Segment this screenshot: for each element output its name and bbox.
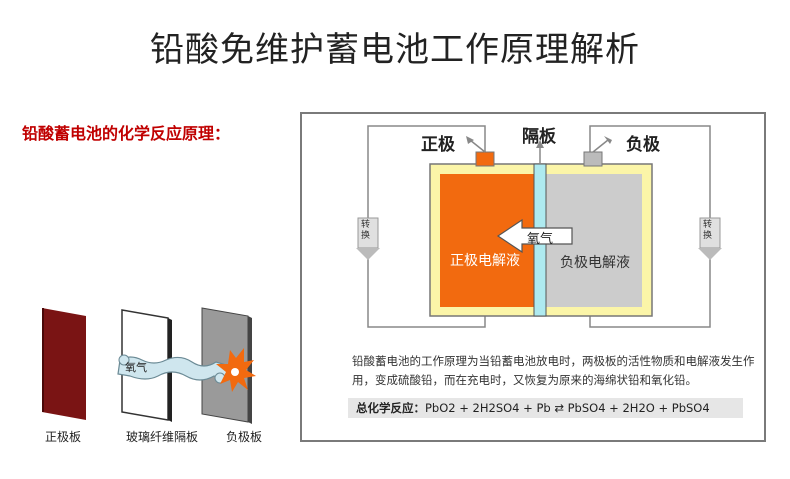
page-title: 铅酸免维护蓄电池工作原理解析 <box>150 30 640 70</box>
oxygen-arrow-icon <box>496 218 573 254</box>
positive-terminal-label: 正极 <box>421 135 455 155</box>
plate-oxygen-label: 氧气 <box>125 361 147 374</box>
principle-description: 铅酸蓄电池的工作原理为当铅蓄电池放电时，两极板的活性物质和电解液发生作用，变成硫… <box>352 354 755 387</box>
positive-plate-label: 正极板 <box>45 430 82 444</box>
negative-plate-label: 负极板 <box>226 430 263 444</box>
separator-plate-label: 玻璃纤维隔板 <box>126 430 199 444</box>
positive-electrolyte-label: 正极电解液 <box>450 253 520 269</box>
negative-terminal-label: 负极 <box>626 135 660 155</box>
separator-label: 隔板 <box>522 127 556 147</box>
formula-bar: 总化学反应：PbO2 + 2H2SO4 + Pb ⇄ PbSO4 + 2H2O … <box>348 398 743 418</box>
section-subtitle: 铅酸蓄电池的化学反应原理： <box>22 124 231 143</box>
convert-label-right: 转换 <box>703 220 713 241</box>
formula-label: 总化学反应： <box>356 401 425 415</box>
convert-label-left: 转换 <box>361 220 371 241</box>
oxygen-label: 氧气 <box>527 232 554 247</box>
negative-electrolyte-label: 负极电解液 <box>560 255 630 271</box>
formula-equation: PbO2 + 2H2SO4 + Pb ⇄ PbSO4 + 2H2O + PbSO… <box>425 401 710 415</box>
plates-illustration <box>42 307 256 424</box>
positive-plate <box>42 308 86 420</box>
battery-diagram <box>356 125 722 328</box>
